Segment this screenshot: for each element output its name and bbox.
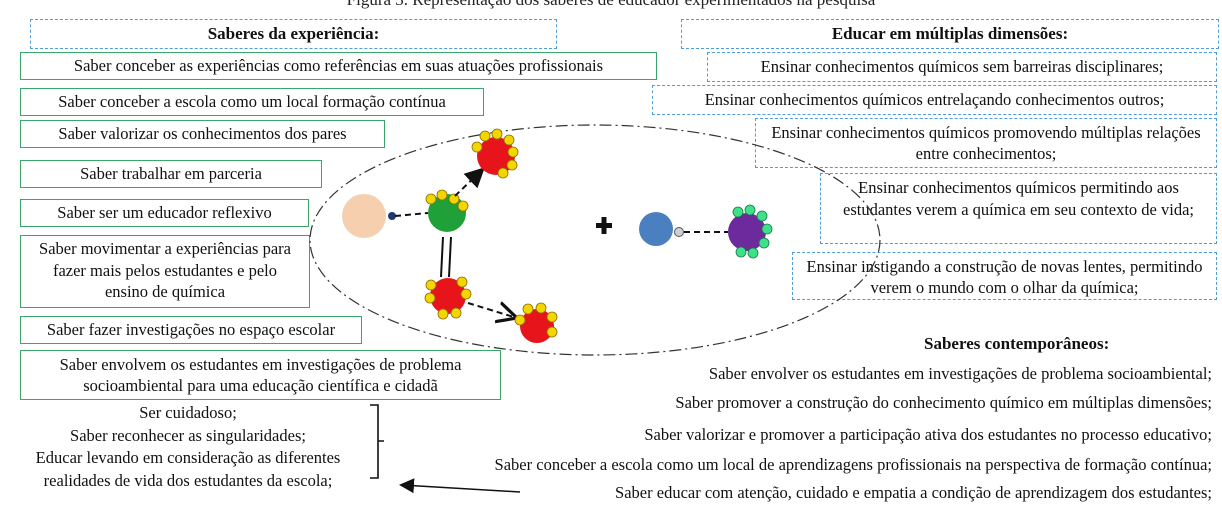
contemporary-item-4: Saber conceber a escola como um local de… (494, 455, 1212, 474)
left-item-7-text: Saber fazer investigações no espaço esco… (46, 320, 336, 339)
yellow-satellite (514, 314, 526, 326)
left-item-6: Saber movimentar a experiências para faz… (20, 235, 310, 308)
yellow-satellite (491, 128, 503, 140)
left-header-text: Saberes da experiência: (207, 24, 380, 43)
peach-atom (342, 194, 386, 238)
aqua-satellite (756, 210, 768, 222)
left-bottom-text: Ser cuidadoso; Saber reconhecer as singu… (8, 402, 368, 492)
purple-atom (728, 213, 766, 251)
yellow-satellite (425, 279, 437, 291)
left-item-1-text: Saber conceber as experiências como refe… (73, 56, 604, 75)
yellow-satellite (456, 276, 468, 288)
aqua-satellite (744, 204, 756, 216)
right-item-5: Ensinar instigando a construção de novas… (792, 252, 1217, 300)
left-item-5: Saber ser um educador reflexivo (20, 199, 309, 227)
yellow-satellite (450, 307, 462, 319)
double-bond-left (440, 236, 444, 278)
yellow-satellite (546, 311, 558, 323)
left-item-3: Saber valorizar os conhecimentos dos par… (20, 120, 385, 148)
yellow-satellite (497, 167, 509, 179)
left-bottom-line-1: Ser cuidadoso; (139, 403, 237, 422)
figure-caption-partial: Figura 3. Representação dos saberes de e… (0, 0, 1222, 12)
left-item-4: Saber trabalhar em parceria (20, 160, 322, 188)
left-bottom-line-3: Educar levando em consideração as difere… (35, 448, 341, 467)
arrow-green-to-red-top (454, 167, 485, 197)
yellow-satellite (546, 326, 558, 338)
contemporary-header: Saberes contemporâneos: (924, 334, 1110, 353)
yellow-satellite (437, 308, 449, 320)
yellow-satellite (424, 292, 436, 304)
right-header-text: Educar em múltiplas dimensões: (831, 24, 1069, 43)
contemporary-item-5: Saber educar com atenção, cuidado e empa… (615, 483, 1212, 502)
double-bond-right (448, 236, 452, 278)
bracket-arrow (370, 404, 384, 479)
red-atom-bottom (520, 309, 554, 343)
arrow-red-to-red-bottom (467, 303, 517, 318)
small-grey-atom (674, 227, 684, 237)
right-item-1: Ensinar conhecimentos químicos sem barre… (707, 52, 1217, 82)
left-item-8: Saber envolvem os estudantes em investig… (20, 350, 501, 400)
contemporary-item-3: Saber valorizar e promover a participaçã… (644, 425, 1212, 444)
left-item-6-text: Saber movimentar a experiências para faz… (39, 239, 291, 301)
contemporary-item-2: Saber promover a construção do conhecime… (675, 393, 1212, 412)
left-item-5-text: Saber ser um educador reflexivo (57, 203, 272, 222)
right-item-2: Ensinar conhecimentos químicos entrelaça… (652, 85, 1217, 115)
right-item-3: Ensinar conhecimentos químicos promovend… (755, 118, 1217, 168)
yellow-satellite (522, 303, 534, 315)
aqua-satellite (735, 246, 747, 258)
yellow-satellite (471, 141, 483, 153)
right-header-box: Educar em múltiplas dimensões: (681, 19, 1219, 49)
right-item-1-text: Ensinar conhecimentos químicos sem barre… (760, 57, 1164, 76)
blue-atom (639, 212, 673, 246)
right-item-2-text: Ensinar conhecimentos químicos entrelaça… (704, 90, 1165, 109)
red-atom-lower (430, 278, 466, 314)
yellow-satellite (479, 130, 491, 142)
red-atom-top (477, 137, 515, 175)
right-item-4-text: Ensinar conhecimentos químicos permitind… (843, 178, 1194, 219)
link-arrow (399, 478, 521, 494)
bond-peach-green (394, 212, 429, 217)
left-item-8-text: Saber envolvem os estudantes em investig… (59, 355, 462, 395)
contemporary-item-1: Saber envolver os estudantes em investig… (708, 364, 1212, 383)
right-item-4: Ensinar conhecimentos químicos permitind… (820, 173, 1217, 244)
small-navy-atom (388, 212, 396, 220)
yellow-satellite (460, 288, 472, 300)
right-item-5-text: Ensinar instigando a construção de novas… (806, 257, 1203, 297)
yellow-satellite (436, 189, 448, 201)
left-item-4-text: Saber trabalhar em parceria (80, 164, 262, 183)
yellow-satellite (535, 302, 547, 314)
left-item-3-text: Saber valorizar os conhecimentos dos par… (58, 124, 347, 143)
yellow-satellite (448, 193, 460, 205)
right-item-3-text: Ensinar conhecimentos químicos promovend… (771, 123, 1201, 163)
yellow-satellite (503, 134, 515, 146)
aqua-satellite (732, 206, 744, 218)
aqua-satellite (761, 223, 773, 235)
plus-icon (596, 217, 612, 234)
yellow-satellite (507, 146, 519, 158)
left-item-1: Saber conceber as experiências como refe… (20, 52, 657, 80)
left-item-2-text: Saber conceber a escola como um local fo… (58, 92, 446, 111)
left-header-box: Saberes da experiência: (30, 19, 557, 49)
left-item-2: Saber conceber a escola como um local fo… (20, 88, 484, 116)
aqua-satellite (747, 247, 759, 259)
yellow-satellite (457, 200, 469, 212)
central-ellipse (309, 124, 881, 356)
left-item-7: Saber fazer investigações no espaço esco… (20, 316, 362, 344)
left-bottom-line-2: Saber reconhecer as singularidades; (70, 425, 306, 445)
yellow-satellite (506, 159, 518, 171)
aqua-satellite (758, 237, 770, 249)
left-bottom-line-4: realidades de vida dos estudantes da esc… (43, 470, 333, 490)
yellow-satellite (425, 193, 437, 205)
